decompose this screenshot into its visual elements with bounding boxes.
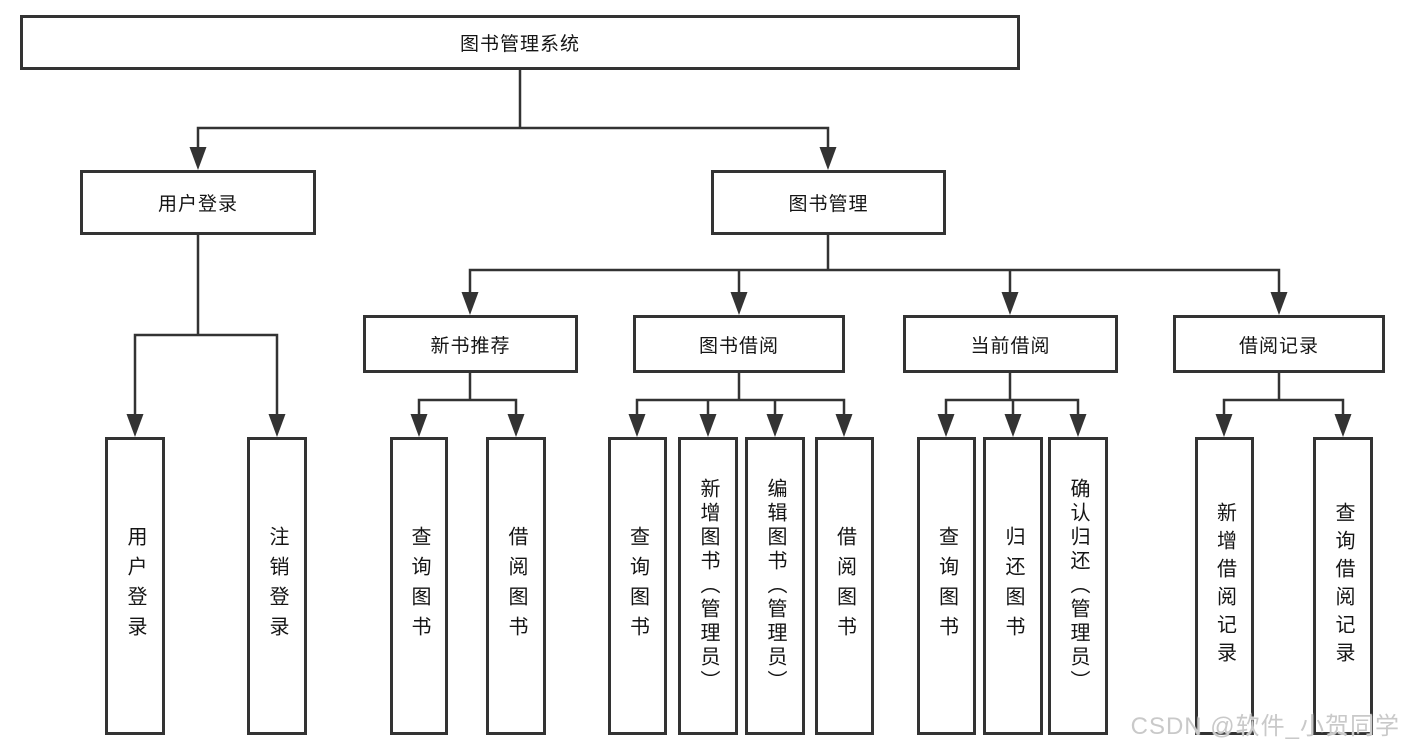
node-borrow: 图书借阅: [633, 315, 845, 373]
leaf-current-confirm-label: 确认归还（管理员）: [1067, 478, 1089, 694]
node-records-label: 借阅记录: [1238, 335, 1319, 357]
leaf-records-query-label: 查询借阅记录: [1332, 502, 1354, 670]
leaf-borrow-query: 查询图书: [608, 437, 667, 735]
node-user-login: 用户登录: [80, 170, 316, 235]
leaf-current-return-label: 归还图书: [1002, 526, 1024, 646]
node-new-books: 新书推荐: [363, 315, 578, 373]
leaf-newbooks-borrow-label: 借阅图书: [505, 526, 527, 646]
leaf-newbooks-borrow: 借阅图书: [486, 437, 546, 735]
leaf-borrow-edit-label: 编辑图书（管理员）: [764, 478, 786, 694]
leaf-borrow-edit: 编辑图书（管理员）: [745, 437, 805, 735]
node-book-mgmt-label: 图书管理: [788, 194, 869, 215]
leaf-borrow-query-label: 查询图书: [626, 526, 649, 646]
leaf-current-query-label: 查询图书: [935, 526, 958, 646]
connector-borrow: [635, 371, 846, 418]
node-records: 借阅记录: [1173, 315, 1385, 373]
node-new-books-label: 新书推荐: [430, 335, 511, 357]
node-book-mgmt: 图书管理: [711, 170, 946, 235]
leaf-records-add: 新增借阅记录: [1195, 437, 1254, 735]
watermark: CSDN @软件_小贺同学: [1130, 713, 1400, 740]
node-current: 当前借阅: [903, 315, 1118, 373]
connector-records: [1222, 371, 1345, 418]
leaf-borrow-borrow-label: 借阅图书: [833, 526, 856, 646]
node-borrow-label: 图书借阅: [698, 335, 779, 357]
leaf-logout: 注销登录: [247, 437, 307, 735]
arrowheads: [126, 147, 1352, 437]
leaf-current-query: 查询图书: [917, 437, 976, 735]
leaf-borrow-add: 新增图书（管理员）: [678, 437, 738, 735]
leaf-newbooks-query-label: 查询图书: [408, 526, 430, 646]
leaf-records-add-label: 新增借阅记录: [1213, 502, 1236, 670]
leaf-borrow-borrow: 借阅图书: [815, 437, 874, 735]
node-root-label: 图书管理系统: [459, 34, 580, 55]
leaf-current-confirm: 确认归还（管理员）: [1048, 437, 1108, 735]
leaf-user-login-label: 用户登录: [124, 526, 146, 646]
node-root: 图书管理系统: [20, 15, 1020, 70]
leaf-current-return: 归还图书: [983, 437, 1043, 735]
leaf-newbooks-query: 查询图书: [390, 437, 448, 735]
connector-book-mgmt: [468, 233, 1281, 296]
connector-user-login: [133, 233, 279, 418]
leaf-borrow-add-label: 新增图书（管理员）: [697, 478, 719, 694]
node-current-label: 当前借阅: [970, 335, 1051, 357]
connector-root: [196, 68, 830, 152]
leaf-records-query: 查询借阅记录: [1313, 437, 1373, 735]
connector-new-books: [417, 371, 518, 418]
connector-current: [944, 371, 1080, 418]
leaf-user-login: 用户登录: [105, 437, 165, 735]
node-user-login-label: 用户登录: [157, 194, 238, 215]
leaf-logout-label: 注销登录: [266, 526, 288, 646]
